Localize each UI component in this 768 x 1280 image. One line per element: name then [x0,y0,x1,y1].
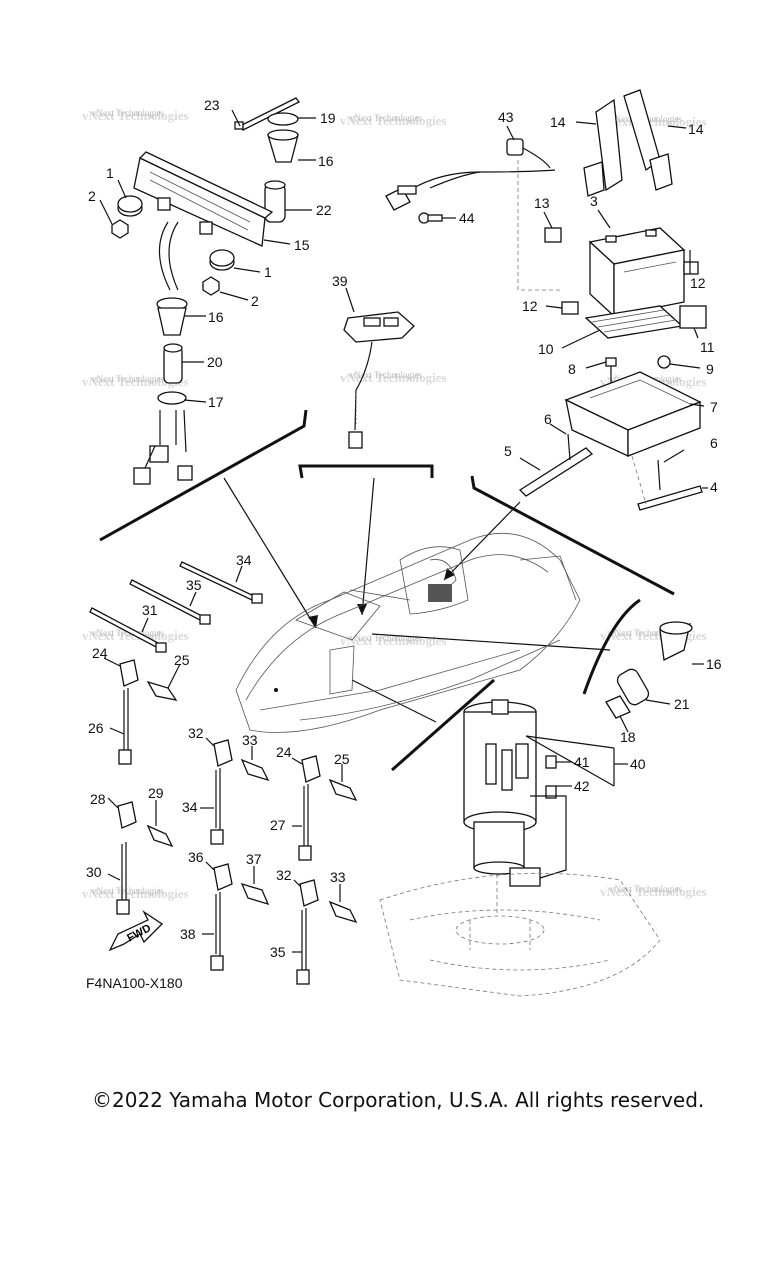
callout-12: 12 [522,298,538,314]
callout-12: 12 [690,275,706,291]
callout-40: 40 [630,756,646,772]
callout-20: 20 [207,354,223,370]
callout-17: 17 [208,394,224,410]
callout-32: 32 [276,867,292,883]
watermark: vNext Technologies [82,108,189,123]
callout-19: 19 [320,110,336,126]
callout-21: 21 [674,696,690,712]
callout-28: 28 [90,791,106,807]
watermark: vNext Technologies [82,886,189,901]
callout-44: 44 [459,210,475,226]
callout-27: 27 [270,817,286,833]
callout-37: 37 [246,851,262,867]
watermark: vNext Technologies [92,108,164,118]
callout-8: 8 [568,361,576,377]
watermark: vNext Technologies [600,884,707,899]
watermark: vNext Technologies [350,633,422,643]
callout-3: 3 [590,193,598,209]
callout-33: 33 [330,869,346,885]
cable-ties [89,561,263,653]
callout-35: 35 [186,577,202,593]
callout-5: 5 [504,443,512,459]
callout-13: 13 [534,195,550,211]
fwd-arrow: FWD [108,910,164,952]
callout-24: 24 [92,645,108,661]
callout-42: 42 [574,778,590,794]
watermark: vNext Technologies [92,628,164,638]
callout-16: 16 [208,309,224,325]
diagram-code: F4NA100-X180 [86,975,183,991]
battery-assembly [518,89,707,511]
callout-14: 14 [550,114,566,130]
callout-23: 23 [204,97,220,113]
callout-6: 6 [544,411,552,427]
watermark: vNext Technologies [92,886,164,896]
callout-4: 4 [710,479,718,495]
callout-39: 39 [332,273,348,289]
callout-1: 1 [106,165,114,181]
section-brackets [99,409,675,772]
clip-column-c [296,755,358,985]
fwd-label: FWD [125,922,153,944]
callout-25: 25 [334,751,350,767]
callout-33: 33 [242,732,258,748]
callout-7: 7 [710,399,718,415]
callout-15: 15 [294,237,310,253]
callout-numbers: 23 19 16 22 1 2 15 1 2 16 20 17 39 43 44… [86,97,722,960]
callout-41: 41 [574,754,590,770]
callout-2: 2 [88,188,96,204]
watercraft-hull [235,532,581,733]
callout-11: 11 [700,339,715,355]
callout-26: 26 [88,720,104,736]
switch-assembly [343,311,415,449]
watermark: vNext Technologies [340,113,447,128]
callout-16: 16 [706,656,722,672]
callout-6: 6 [710,435,718,451]
callout-22: 22 [316,202,332,218]
callout-31: 31 [142,602,158,618]
callout-35: 35 [270,944,286,960]
callout-32: 32 [188,725,204,741]
callout-34: 34 [236,552,252,568]
watermark: vNext Technologies [92,374,164,384]
callout-29: 29 [148,785,164,801]
fuel-pump-assembly [463,699,615,887]
callout-16: 16 [318,153,334,169]
callout-1: 1 [264,264,272,280]
watermark: vNext Technologies [610,628,682,638]
watermark: vNext Technologies [350,370,422,380]
callout-2: 2 [251,293,259,309]
callout-43: 43 [498,109,514,125]
callout-38: 38 [180,926,196,942]
copyright-notice: ©2022 Yamaha Motor Corporation, U.S.A. A… [92,1088,705,1112]
callout-9: 9 [706,361,714,377]
callout-18: 18 [620,729,636,745]
callout-24: 24 [276,744,292,760]
grommet-group-right [605,621,693,719]
watermark: vNext Technologies [600,114,707,129]
watermark: vNext Technologies [340,370,447,385]
clip-column-a [116,659,178,915]
callout-34: 34 [182,799,198,815]
leader-lines [99,109,708,953]
watermark: vNext Technologies [610,884,682,894]
callout-25: 25 [174,652,190,668]
callout-30: 30 [86,864,102,880]
clip-column-b [210,739,270,971]
deck-outline [379,872,661,997]
meter-assembly [111,97,300,485]
sensor-assembly [385,138,560,291]
callout-14: 14 [688,121,704,137]
callout-36: 36 [188,849,204,865]
callout-10: 10 [538,341,554,357]
watermark: vNext Technologies [350,113,422,123]
watermark: vNext Technologies [82,374,189,389]
